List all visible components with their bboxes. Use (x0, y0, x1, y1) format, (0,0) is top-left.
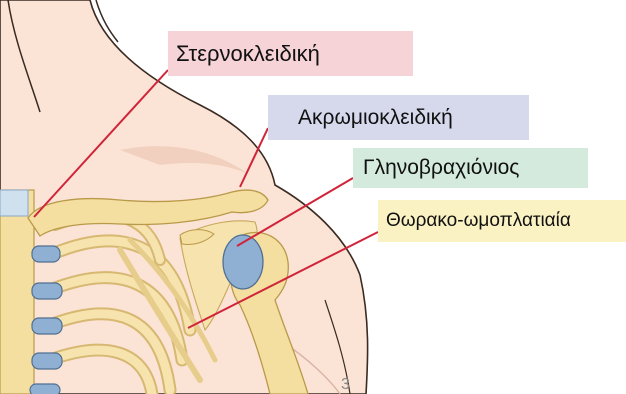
label-glenohumeral-text: Γληνοβραχιόνιος (363, 156, 519, 180)
label-acromioclavicular-text: Ακρωμιοκλειδική (298, 106, 453, 130)
label-sternoclavicular-text: Στερνοκλειδική (176, 41, 320, 67)
label-sternoclavicular: Στερνοκλειδική (168, 31, 413, 76)
sternum-top (0, 190, 28, 216)
sternum (0, 190, 34, 394)
label-acromioclavicular: Ακρωμιοκλειδική (268, 95, 529, 140)
label-glenohumeral: Γληνοβραχιόνιος (353, 148, 588, 188)
label-scapulothoracic-text: Θωρακο-ωμοπλατιαία (386, 210, 571, 232)
label-scapulothoracic: Θωρακο-ωμοπλατιαία (378, 200, 626, 242)
page-number: 3 (341, 376, 350, 394)
